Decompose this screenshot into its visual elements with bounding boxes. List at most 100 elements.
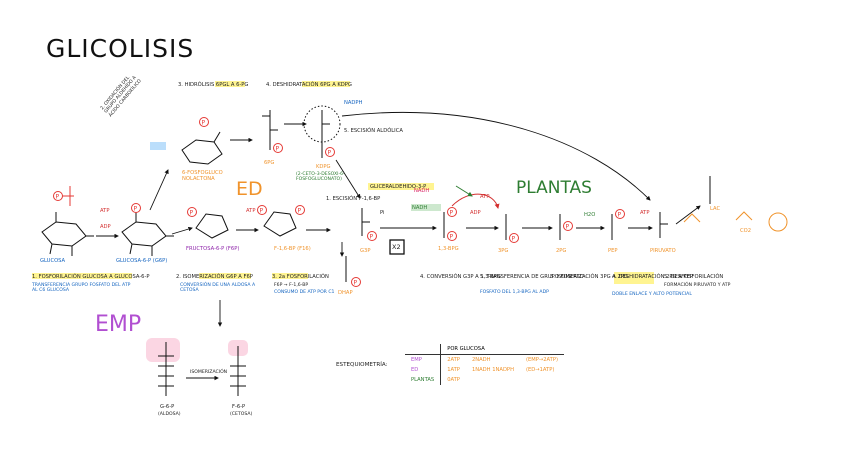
lys-step-5: 5. TRANSFERENCIA DE GRUPO FOSFATO [480, 274, 584, 280]
phosphate-group-glucose: P [53, 186, 74, 206]
step-1: 1. FOSFORILACIÓN GLUCOSA A GLUCOSA-6-P [32, 274, 150, 280]
svg-text:P: P [370, 234, 374, 241]
svg-text:P: P [298, 208, 302, 215]
cof-atp-4: ATP [640, 210, 650, 216]
svg-text:P: P [450, 234, 454, 241]
cof-adp-1: ADP [100, 224, 111, 230]
label-lactona: 6-FOSFOGLUCO NOLACTONA [182, 170, 223, 182]
cof-atp-3: ATP [480, 194, 490, 200]
label-glucosa: GLUCOSA [40, 258, 66, 264]
label-kdpg: KDPG [316, 164, 331, 170]
svg-text:P: P [512, 236, 516, 243]
arrow-g6p-f6p [171, 226, 193, 235]
label-cetosa: (CETOSA) [230, 412, 253, 417]
ed-pathway-label: ED [236, 178, 263, 200]
stoich-row-emp: EMP 2ATP 2NADH (EMP→2ATP) [405, 354, 564, 365]
label-fbp: F-1,6-BP (F16) [274, 246, 311, 252]
cof-pi: Pi [380, 210, 385, 216]
svg-text:P: P [328, 150, 332, 157]
step-3-note2: CONSUMO DE ATP POR C1 [274, 290, 335, 295]
label-2pg: 2PG [556, 248, 567, 254]
label-f6p-emp: F-6-P [232, 404, 246, 410]
svg-text:P: P [566, 224, 570, 231]
stoich-header: POR GLUCOSA [440, 344, 564, 355]
g3p-structure [361, 208, 370, 236]
svg-text:P: P [260, 208, 264, 215]
label-g6p: GLUCOSA-6-P (G6P) [116, 258, 168, 264]
svg-text:P: P [56, 194, 60, 201]
cof-adp-2: ADP [470, 210, 481, 216]
kdpg-structure [321, 110, 330, 158]
cof-atp-1: ATP [100, 208, 110, 214]
stoich-label: ESTEQUIOMETRÍA: [336, 362, 388, 368]
label-piruvato: PIRUVATO [650, 248, 676, 254]
ethanol-structures [683, 211, 788, 232]
svg-text:P: P [354, 280, 358, 287]
f6p-fischer [230, 346, 246, 396]
ed-step-5: 5. ESCISIÓN ALDÓLICA [344, 128, 403, 134]
lys-step-5-note: FOSFATO DEL 1,3-BPG AL ADP [480, 290, 549, 295]
step-2-note: CONVERSIÓN DE UNA ALDOSA A CETOSA [180, 283, 256, 294]
label-3pg: 3PG [498, 248, 509, 254]
ed-step-4: 4. DESHIDRATACIÓN 6PG A KDPG [266, 82, 352, 88]
stoich-row-ed: ED 1ATP 1NADH 1NADPH (ED→1ATP) [405, 365, 564, 375]
lys-step-6: 3. ISOMERIZACIÓN 3PG A 2PG [550, 274, 628, 280]
cof-nadh: NADH [414, 188, 430, 194]
label-lac: LAC [710, 206, 721, 212]
arrow-g6p-lactone [149, 169, 169, 211]
arrow-pyruvate-lactate [675, 205, 701, 225]
lys-step-4: 4. CONVERSIÓN G3P A 1,3-BPG [420, 274, 501, 280]
svg-text:P: P [134, 206, 138, 213]
lys-step-8-note: FORMACIÓN PIRUVATO Y ATP [664, 283, 731, 288]
lys-step-7: 4. DESHIDRATACIÓN 2PG A PEP [612, 274, 693, 280]
cof-co2: CO2 [740, 228, 752, 234]
label-gliceraldehido: GLICERALDEHIDO-3-P [370, 184, 427, 190]
arrow-adp-atp [451, 193, 500, 209]
g6p-fischer [158, 342, 174, 396]
plantas-pathway-label: PLANTAS [516, 178, 592, 198]
6pg-structure [262, 110, 278, 150]
svg-text:P: P [190, 210, 194, 217]
ed-step-3: 3. HIDRÓLISIS 6PGL A 6-PG [178, 82, 249, 88]
stoich-header-blank [405, 344, 442, 355]
cof-nadp: NADPH [344, 100, 363, 106]
label-6pg: 6PG [264, 160, 275, 166]
fbp-ring [263, 211, 297, 237]
x2-box [389, 239, 405, 255]
arrow-kdpg-g3p [335, 159, 361, 199]
step-3: 3. 2a FOSFORILACIÓN [272, 274, 329, 280]
label-g6p-emp: G-6-P [160, 404, 175, 410]
label-bpg: 1,3-BPG [438, 246, 459, 252]
label-pep: PEP [608, 248, 618, 254]
phosphate-g6p [131, 203, 141, 213]
label-dhap: DHAP [338, 290, 353, 296]
step-2: 2. ISOMERIZACIÓN G6P A F6P [176, 274, 253, 280]
emp-pathway-label: EMP [95, 312, 142, 337]
cof-atp-2: ATP [246, 208, 256, 214]
label-isomerizacion: ISOMERIZACIÓN [190, 370, 228, 375]
label-x2: X2 [392, 243, 401, 251]
label-f6p: FRUCTOSA-6-P (F6P) [186, 246, 240, 252]
lys-step-8: 5. DESFOSFORILACIÓN [664, 274, 724, 280]
svg-text:P: P [450, 210, 454, 217]
label-aldosa: (ALDOSA) [158, 412, 181, 417]
step-1-note: TRANSFERENCIA GRUPO FOSFATO DEL ATP AL C… [32, 283, 131, 294]
cof-h2o: H2O [584, 212, 596, 218]
glicolisis-title: GLICOLISIS [46, 34, 195, 63]
arrow-plantas [455, 185, 473, 197]
glucose-structure [41, 212, 94, 256]
label-g3p: G3P [360, 248, 371, 254]
f6p-ring [195, 213, 229, 239]
g6p-structure [121, 212, 174, 256]
lys-step-7-note: DOBLE ENLACE Y ALTO POTENCIAL [612, 292, 692, 297]
label-plantas-note: NADH [412, 205, 428, 211]
arrow-kdpg-pyruvate [341, 112, 651, 201]
label-kdpg-full: (2-CETO-3-DESOXI-6-FOSFOGLUCONATO) [296, 172, 345, 183]
stoich-table: POR GLUCOSA EMP 2ATP 2NADH (EMP→2ATP) ED… [405, 344, 564, 385]
pyruvate-structure [659, 212, 668, 238]
lactone-structure [181, 131, 223, 165]
svg-text:P: P [276, 146, 280, 153]
step-3-note: F6P → F-1,6-BP [274, 283, 309, 288]
lys-step-1: 1. ESCISIÓN F-1,6-BP [326, 196, 381, 202]
